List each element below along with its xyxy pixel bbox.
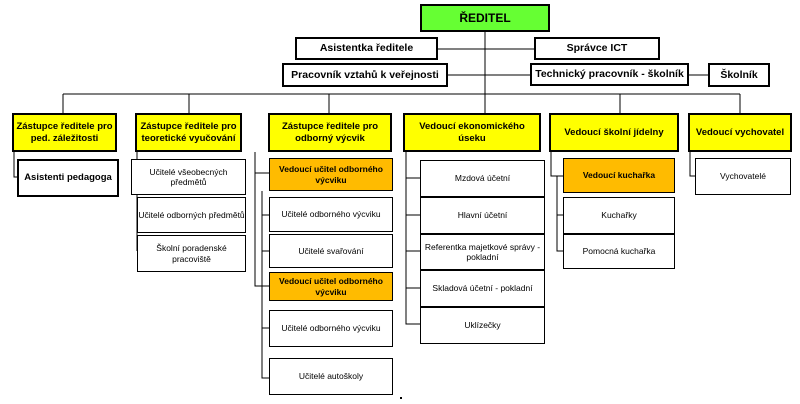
pr-officer-box: Pracovník vztahů k veřejnosti bbox=[282, 63, 448, 87]
member-box: Učitelé svařování bbox=[269, 234, 393, 268]
member-box: Kuchařky bbox=[563, 197, 675, 234]
head-economic-box: Vedoucí ekonomického úseku bbox=[403, 113, 541, 152]
member-box: Hlavní účetní bbox=[420, 197, 545, 234]
technical-worker-box: Technický pracovník - školník bbox=[530, 63, 689, 86]
head-canteen-box: Vedoucí školní jídelny bbox=[549, 113, 679, 152]
ict-admin-box: Správce ICT bbox=[534, 37, 660, 60]
lead-box: Vedoucí kuchařka bbox=[563, 158, 675, 193]
member-box: Referentka majetkové správy - pokladní bbox=[420, 234, 545, 270]
member-box: Školní poradenské pracoviště bbox=[137, 235, 246, 272]
member-box: Učitelé odborného výcviku bbox=[269, 197, 393, 232]
lead-box: Vedoucí učitel odborného výcviku bbox=[269, 158, 393, 191]
member-box: Uklízečky bbox=[420, 307, 545, 344]
deputy-pedagogical-box: Zástupce ředitele pro ped. záležitosti bbox=[12, 113, 117, 152]
member-box: Skladová účetní - pokladní bbox=[420, 270, 545, 307]
member-box: Učitelé odborného výcviku bbox=[269, 310, 393, 347]
director-box: ŘEDITEL bbox=[420, 4, 550, 32]
member-box: Učitelé odborných předmětů bbox=[137, 197, 246, 233]
head-educator-box: Vedoucí vychovatel bbox=[688, 113, 792, 152]
lead-box: Vedoucí učitel odborného výcviku bbox=[269, 272, 393, 301]
stray-dot bbox=[400, 397, 402, 399]
member-box: Asistenti pedagoga bbox=[17, 159, 119, 197]
member-box: Vychovatelé bbox=[695, 158, 791, 195]
member-box: Pomocná kuchařka bbox=[563, 234, 675, 269]
deputy-theory-box: Zástupce ředitele pro teoretické vyučová… bbox=[135, 113, 242, 152]
janitor-box: Školník bbox=[708, 63, 770, 87]
member-box: Mzdová účetní bbox=[420, 160, 545, 197]
member-box: Učitelé všeobecných předmětů bbox=[131, 159, 246, 195]
assistant-box: Asistentka ředitele bbox=[295, 37, 438, 60]
member-box: Učitelé autoškoly bbox=[269, 358, 393, 395]
deputy-practical-box: Zástupce ředitele pro odborný výcvik bbox=[268, 113, 392, 152]
